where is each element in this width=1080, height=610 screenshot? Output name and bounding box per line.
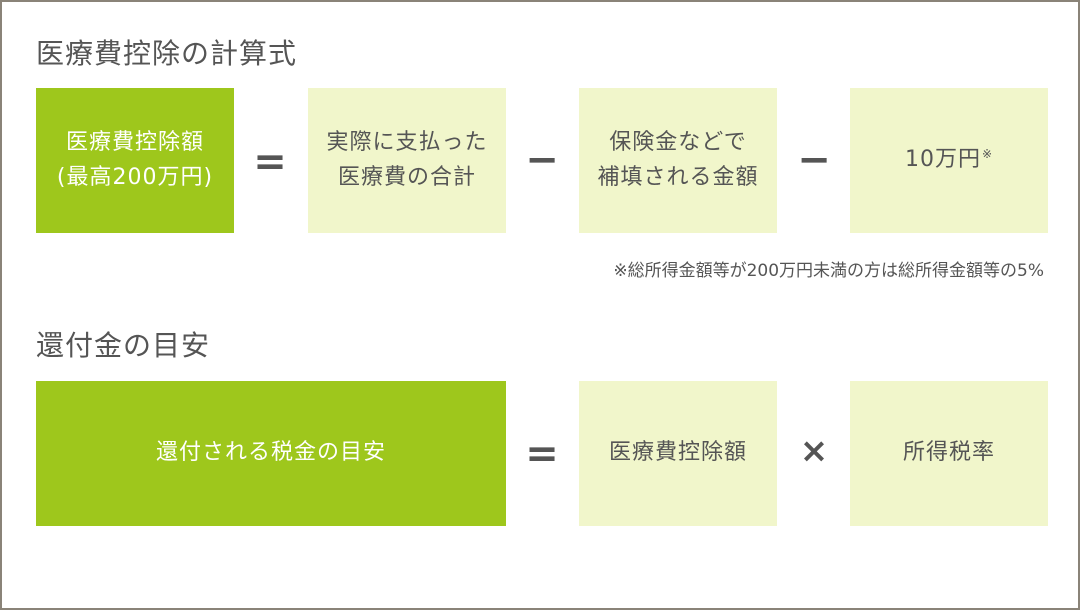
note-mark: ※ [981, 147, 994, 162]
deduction-amount-term-box: 医療費控除額 [579, 381, 777, 526]
medical-expenses-line1: 実際に支払った [326, 130, 488, 156]
insurance-compensation-line2: 補填される金額 [597, 164, 759, 190]
footnote: ※総所得金額等が200万円未満の方は総所得金額等の5% [613, 261, 1044, 281]
minus-sign: − [525, 137, 559, 183]
threshold-box: 10万円※ [850, 88, 1048, 233]
deduction-amount-box: 医療費控除額 (最高200万円) [36, 88, 234, 233]
insurance-compensation-box: 保険金などで 補填される金額 [579, 88, 777, 233]
income-tax-rate-label: 所得税率 [902, 440, 995, 466]
threshold-label: 10万円※ [905, 143, 993, 177]
equals-sign: = [525, 431, 559, 477]
income-tax-rate-box: 所得税率 [850, 381, 1048, 526]
medical-expenses-line2: 医療費の合計 [337, 164, 476, 190]
minus-sign: − [797, 137, 831, 183]
deduction-amount-term-label: 医療費控除額 [608, 440, 747, 466]
refund-estimate-label: 還付される税金の目安 [155, 440, 386, 466]
multiply-sign: × [799, 431, 829, 471]
threshold-amount: 10万円 [904, 147, 981, 173]
insurance-compensation-line1: 保険金などで [609, 130, 747, 156]
formula-title: 医療費控除の計算式 [36, 37, 298, 70]
deduction-amount-label: 医療費控除額 [65, 130, 204, 156]
medical-expenses-box: 実際に支払った 医療費の合計 [308, 88, 506, 233]
refund-title: 還付金の目安 [36, 329, 211, 362]
deduction-max-label: (最高200万円) [56, 164, 214, 190]
equals-sign: = [253, 139, 287, 185]
refund-estimate-box: 還付される税金の目安 [36, 381, 506, 526]
